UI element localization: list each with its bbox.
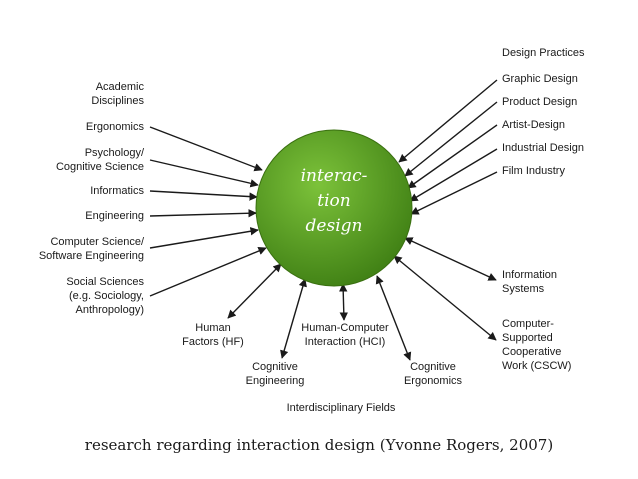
center-label: interac- tion design <box>300 166 368 236</box>
arrow-cognitive-ergonomics <box>375 275 412 361</box>
arrow-artist-design <box>407 124 498 189</box>
arrow-hci <box>339 283 348 321</box>
arrow-ergonomics <box>149 126 263 172</box>
caption: research regarding interaction design (Y… <box>84 436 554 454</box>
academic-disciplines-header: Academic Disciplines <box>91 81 144 107</box>
arrow-cognitive-engineering <box>280 278 307 359</box>
label-ergonomics: Ergonomics <box>85 121 144 133</box>
arrow-industrial-design <box>409 148 498 202</box>
label-industrial-design: Industrial Design <box>502 142 584 154</box>
label-hci: Human-Computer Interaction (HCI) <box>301 322 389 348</box>
arrow-engineering <box>149 209 257 218</box>
center-hub <box>255 129 413 287</box>
label-cognitive-engineering: Cognitive Engineering <box>245 361 305 387</box>
arrow-social-sciences <box>149 247 267 297</box>
label-cognitive-ergonomics: Cognitive Ergonomics <box>403 361 463 387</box>
label-artist-design: Artist-Design <box>502 119 565 131</box>
label-graphic-design: Graphic Design <box>502 73 578 85</box>
arrow-informatics <box>149 190 258 201</box>
arrow-psychology <box>149 159 259 188</box>
arrow-cscw <box>393 255 497 341</box>
label-information-systems: Information Systems <box>502 269 558 295</box>
arrow-human-factors <box>227 263 282 319</box>
label-product-design: Product Design <box>502 96 578 108</box>
design-practices-header: Design Practices <box>502 47 585 59</box>
label-informatics: Informatics <box>90 185 144 197</box>
interdisciplinary-fields-header: Interdisciplinary Fields <box>286 402 396 414</box>
arrow-computer-science <box>149 227 259 249</box>
label-engineering: Engineering <box>85 210 144 222</box>
label-human-factors: Human Factors (HF) <box>182 322 244 348</box>
label-cscw: Computer- Supported Cooperative Work (CS… <box>502 318 572 372</box>
label-film-industry: Film Industry <box>502 165 565 177</box>
arrow-product-design <box>404 101 498 177</box>
arrow-information-systems <box>404 237 497 281</box>
arrow-graphic-design <box>398 79 498 163</box>
arrow-film-industry <box>410 171 498 215</box>
label-computer-science: Computer Science/ Software Engineering <box>38 236 144 262</box>
label-social-sciences: Social Sciences (e.g. Sociology, Anthrop… <box>66 276 144 316</box>
label-psychology: Psychology/ Cognitive Science <box>55 147 144 173</box>
